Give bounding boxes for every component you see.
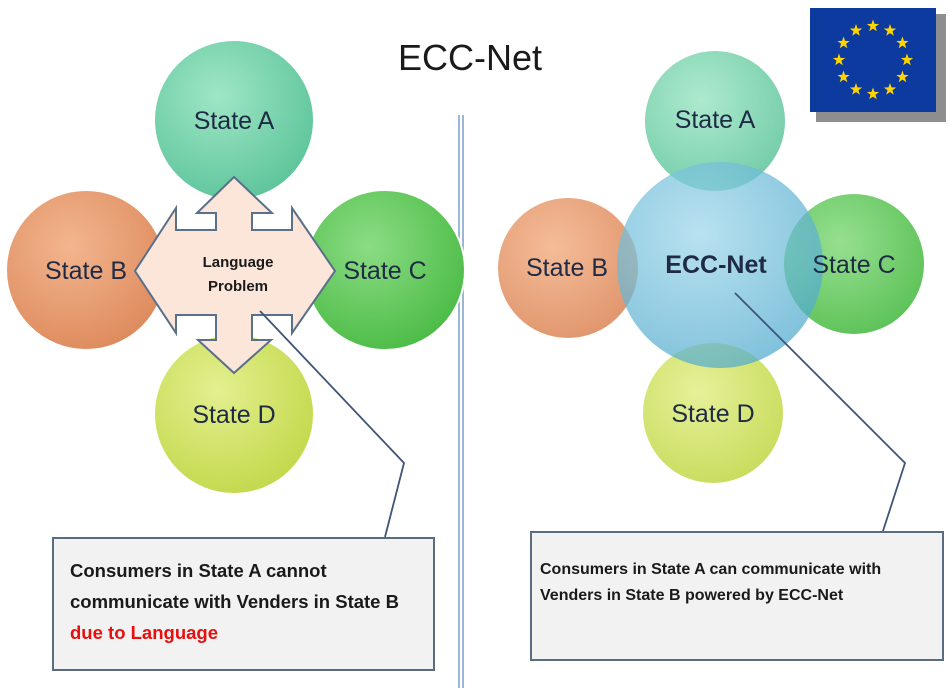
left-state-d-label: State D (192, 401, 275, 429)
star-icon (900, 53, 914, 66)
left-callout-highlight: due to Language (70, 622, 218, 643)
language-problem-line1: Language (203, 254, 274, 271)
language-problem-line2: Problem (208, 278, 268, 295)
ecc-net-hub-circle (617, 162, 823, 368)
right-callout-pointer (734, 292, 907, 532)
left-callout-text: Consumers in State A cannot communicate … (70, 560, 399, 612)
left-state-c-label: State C (343, 257, 426, 285)
star-icon (849, 82, 863, 95)
right-state-d-label: State D (671, 400, 754, 428)
right-state-b-circle (498, 198, 638, 338)
right-state-c-circle (784, 194, 924, 334)
star-icon (832, 53, 846, 66)
right-state-d-circle (643, 343, 783, 483)
four-way-arrow-icon (133, 175, 337, 375)
diagram-title: ECC-Net (398, 37, 542, 78)
star-icon (866, 19, 880, 32)
flag-stars (832, 19, 914, 100)
right-callout-box: Consumers in State A can communicate wit… (530, 531, 944, 661)
star-icon (896, 36, 909, 49)
star-icon (896, 70, 909, 83)
star-icon (837, 36, 850, 49)
star-icon (837, 70, 850, 83)
right-state-c-label: State C (812, 251, 895, 279)
ecc-net-hub-label: ECC-Net (665, 251, 767, 279)
right-callout-text: Consumers in State A can communicate wit… (540, 561, 882, 604)
left-state-a-label: State A (194, 107, 275, 135)
right-state-a-label: State A (675, 106, 756, 134)
star-icon (883, 82, 897, 95)
left-state-b-label: State B (45, 257, 127, 285)
left-callout-box: Consumers in State A cannot communicate … (52, 537, 435, 671)
left-callout-pointer (259, 310, 405, 538)
star-icon (883, 24, 897, 36)
star-icon (866, 87, 880, 100)
right-state-a-circle (645, 51, 785, 191)
left-panel: State A State B State C State D Language… (5, 39, 466, 538)
right-state-b-label: State B (526, 254, 608, 282)
right-panel: State A State B State C State D ECC-Net (498, 51, 924, 532)
star-icon (849, 24, 863, 36)
eu-flag-icon (810, 8, 946, 122)
